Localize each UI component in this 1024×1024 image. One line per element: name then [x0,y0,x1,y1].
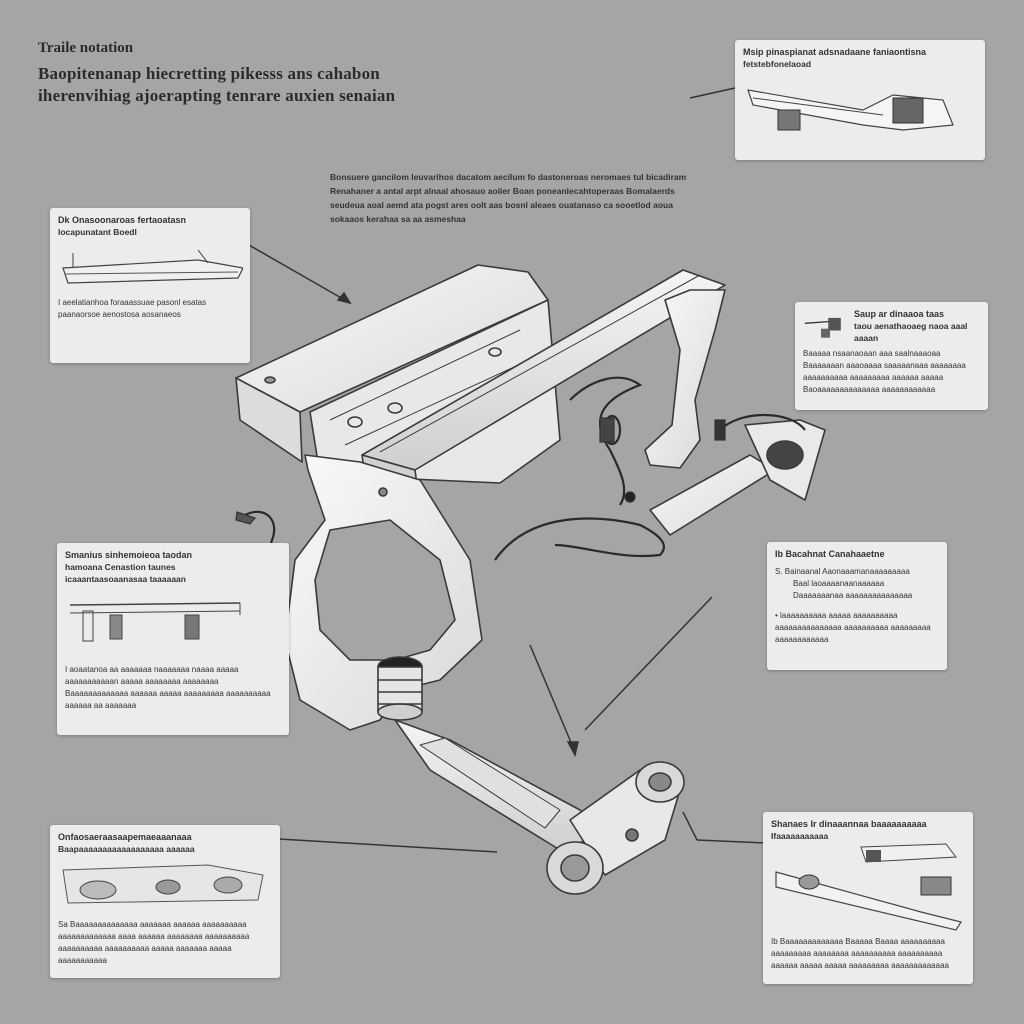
frame-assembly [235,264,826,895]
callout-right-upper: Saup ar dinaaoa taas taou aenathaoaeg na… [795,302,988,410]
callout-right-middle: Ib Bacahnat Canahaaetne S. Bainaanal Aao… [767,542,947,670]
callout-body: I aoaatanoa aa aaaaaaa naaaaaaa naaaa aa… [65,665,271,710]
title-block: Traile notation Baopitenanap hiecretting… [38,40,498,107]
callout-subheading: fetstebfonelaoad [743,59,812,69]
callout-body: Ib Baaaaaaaaaaaaa Baaaaa Baaaa aaaaaaaaa… [771,937,949,970]
bracket-detail-illustration [69,602,241,642]
undercarriage-detail-illustration [62,864,264,904]
callout-top-right: Msip pinaspianat adsnadaane faniaontisna… [735,40,985,160]
callout-subheading: hamoana Cenastion taunes [65,562,176,572]
callout-list-item-1c: Daaaaaaanaa aaaaaaaaaaaaaaa [793,591,913,600]
callout-subheading: Iocapunatant Boedl [58,227,137,237]
beam-detail-illustration [747,89,954,131]
callout-heading: Ib Bacahnat Canahaaetne [775,549,885,559]
callout-left-upper: Dk Onasoonaroas fertaoatasn Iocapunatant… [50,208,250,363]
title-line-1: Baopitenanap hiecretting pikesss ans cah… [38,64,380,83]
callout-subheading-2: icaaantaasoaanasaa taaaaaan [65,574,186,584]
title-small: Traile notation [38,40,134,56]
callout-list-item-1b: Baal laoaaaanaanaaaaaa [793,579,885,588]
callout-heading: Smanius sinhemoieoa taodan [65,550,193,560]
leader-lines [234,87,766,853]
callout-body: I aeelatianhoa foraaassuae pasonl esatas… [58,298,207,319]
callout-list-item-1: S. Bainaanal Aaonaaamanaaaaaaaaa [775,567,910,576]
callout-list-item-2: • laaaaaaaaaa aaaaa aaaaaaaaaa aaaaaaaaa… [775,611,931,644]
rail-detail-illustration [62,249,243,284]
callout-heading: Saup ar dinaaoa taas [854,309,945,319]
callout-left-middle: Smanius sinhemoieoa taodan hamoana Cenas… [57,543,289,735]
callout-subheading: taou aenathaoaeg naoa aaal aaaan [854,321,968,343]
center-caption: Bonsuere gancilom leuvarihos dacatom aec… [330,172,687,224]
callout-right-bottom: Shanaes Ir dinaaannaa baaaaaaaaaa Ifaaaa… [763,812,973,984]
callout-heading: Onfaosaeraasaapemaeaaanaaa [58,832,192,842]
assembly-closeup-illustration [775,843,962,931]
title-line-2: iherenvihiag ajoerapting tenrare auxien … [38,86,396,105]
callout-heading: Msip pinaspianat adsnadaane faniaontisna [743,47,927,57]
callout-body: Sa Baaaaaaaaaaaaaa aaaaaaa aaaaaa aaaaaa… [58,920,250,965]
fittings [235,417,726,525]
clamp-icon [804,317,841,338]
callout-heading: Shanaes Ir dinaaannaa baaaaaaaaaa [771,819,927,829]
callout-subheading: Baapaaaaaaaaaaaaaaaaaa aaaaaa [58,844,195,854]
callout-left-bottom: Onfaosaeraasaapemaeaaanaaa Baapaaaaaaaaa… [50,825,280,978]
callout-subheading: Ifaaaaaaaaaaa [771,831,829,841]
callout-heading: Dk Onasoonaroas fertaoatasn [58,215,187,225]
callout-body: Baaaaa nsaanaoaan aaa saalnaaaoaa Baaaaa… [803,349,966,394]
